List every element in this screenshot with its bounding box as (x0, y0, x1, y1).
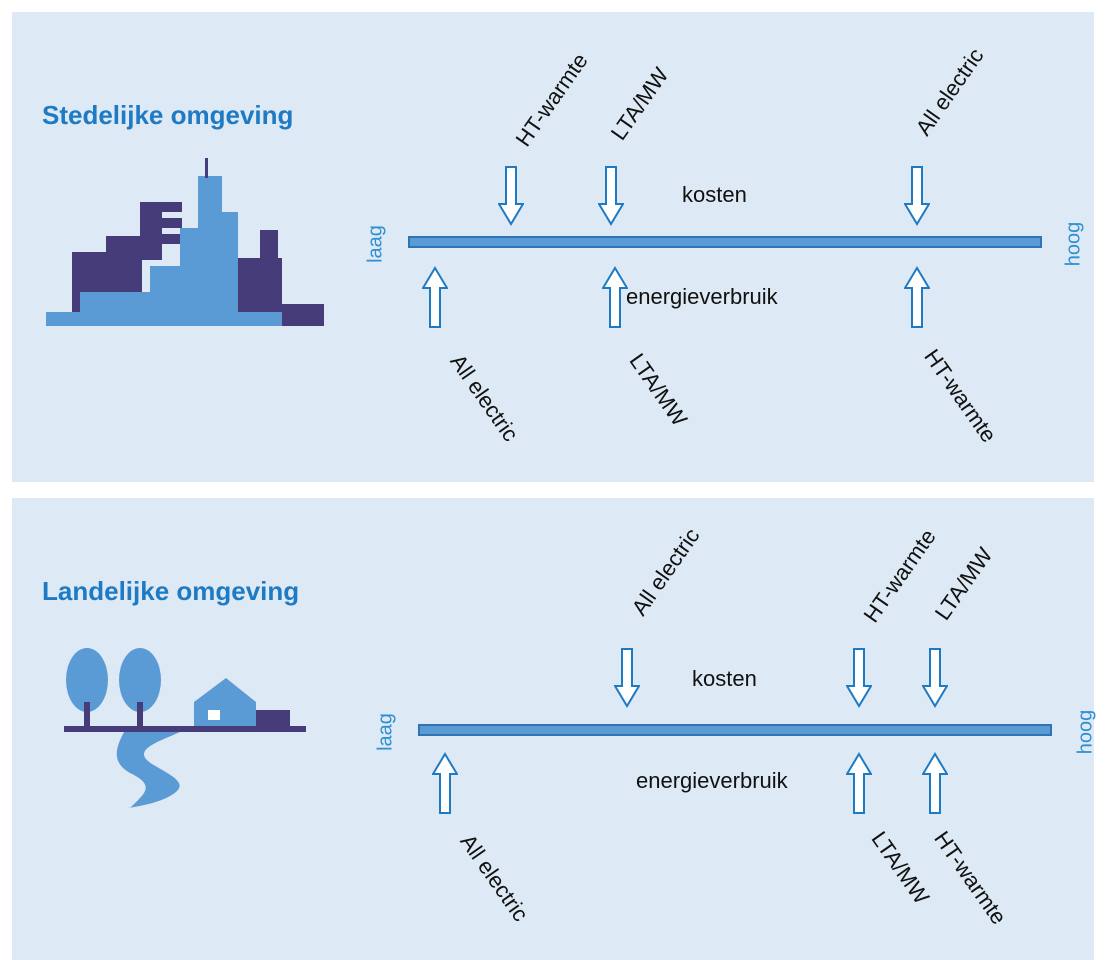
cost-item-label: HT-warmte (510, 48, 593, 151)
cost-arrow-down-icon (904, 166, 930, 226)
cost-label: kosten (682, 182, 747, 207)
cost-label: kosten (692, 666, 757, 691)
energy-label: energieverbruik (626, 284, 778, 309)
energy-arrow-up-icon (922, 752, 948, 814)
cost-arrow-down-icon (922, 648, 948, 708)
cost-arrow-down-icon (614, 648, 640, 708)
cost-item-label: All electric (626, 523, 705, 620)
scale-bar (408, 236, 1042, 248)
energy-item-label: LTA/MW (624, 348, 693, 431)
energy-item-label: HT-warmte (929, 826, 1012, 929)
energy-item-label: LTA/MW (866, 826, 935, 909)
energy-item-label: HT-warmte (919, 344, 1002, 447)
scale-low-label: laag (364, 225, 387, 263)
energy-arrow-up-icon (904, 266, 930, 328)
scale-bar (418, 724, 1052, 736)
energy-item-label: All electric (455, 829, 534, 926)
panel-title: Landelijke omgeving (42, 576, 300, 606)
energy-label: energieverbruik (636, 768, 788, 793)
urban-panel: Stedelijke omgeving laag hoog (12, 12, 1094, 482)
scale-low-label: laag (374, 713, 397, 751)
energy-item-label: All electric (445, 349, 524, 446)
rural-panel: Landelijke omgeving laag hoog kosten All… (12, 498, 1097, 960)
city-skyline-icon (46, 158, 324, 326)
energy-arrow-up-icon (422, 266, 448, 328)
scale-high-label: hoog (1074, 709, 1097, 755)
energy-arrow-up-icon (846, 752, 872, 814)
panel-title: Stedelijke omgeving (42, 100, 294, 130)
cost-item-label: LTA/MW (605, 62, 674, 145)
cost-arrow-down-icon (598, 166, 624, 226)
energy-arrow-up-icon (432, 752, 458, 814)
cost-item-label: LTA/MW (929, 542, 998, 625)
cost-arrow-down-icon (846, 648, 872, 708)
cost-item-label: HT-warmte (858, 524, 941, 627)
rural-landscape-icon (64, 648, 306, 808)
energy-arrow-up-icon (602, 266, 628, 328)
cost-arrow-down-icon (498, 166, 524, 226)
scale-high-label: hoog (1062, 221, 1085, 267)
cost-item-label: All electric (910, 43, 989, 140)
